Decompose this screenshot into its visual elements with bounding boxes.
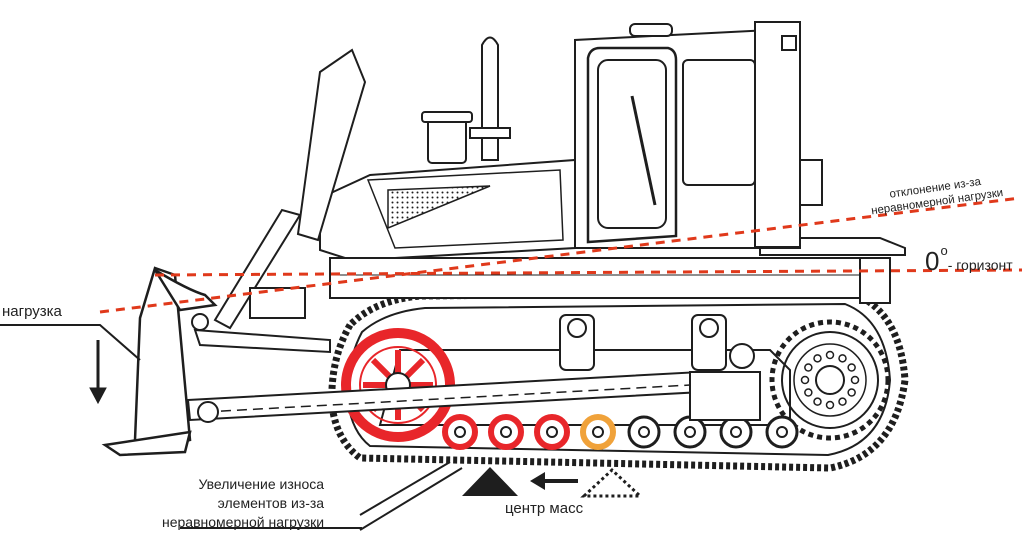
center-of-mass-markers (462, 467, 644, 498)
lift-cylinder-upper (296, 48, 367, 242)
rops-post (754, 21, 801, 248)
com-solid-triangle (462, 467, 518, 496)
sprocket-bolt (850, 375, 860, 385)
sprocket-bolt (804, 388, 813, 397)
annotation-leaders (0, 324, 463, 531)
carrier-rollers (559, 314, 755, 371)
drive-sprocket (769, 319, 891, 441)
horizon-text: - горизонт (947, 257, 1013, 273)
sprocket-bolt (804, 363, 813, 372)
wear-label: Увеличение износа элементов из-за неравн… (162, 475, 324, 532)
sprocket-bolt (813, 397, 822, 406)
rear-ripper-mount (859, 257, 891, 304)
wear-leader-a (359, 461, 451, 516)
horizon-label: 0o- горизонт (925, 243, 1013, 277)
track-roller-mid (580, 414, 616, 450)
side-panel (366, 169, 564, 249)
horizon-line (154, 268, 1022, 277)
cab-window (597, 59, 667, 229)
sprocket-bolt (825, 400, 835, 410)
wear-label-line1: Увеличение износа (198, 476, 325, 492)
sprocket-bolt (847, 388, 856, 397)
engine-hood (319, 158, 576, 259)
load-leader (0, 324, 141, 361)
lower-body (329, 257, 891, 299)
dozer-blade (101, 266, 218, 457)
sprocket-bolt (838, 397, 847, 406)
load-label: нагрузка (2, 303, 62, 320)
track-roller-normal (719, 415, 753, 449)
sprocket-bolt (825, 350, 835, 360)
sprocket-bolt (838, 354, 847, 363)
track-roller-normal (765, 415, 799, 449)
reference-lines (99, 196, 1022, 314)
push-arm-inner (204, 384, 691, 413)
deviation-line (99, 196, 1021, 314)
exhaust-stack (421, 36, 511, 164)
radiator-grill (387, 185, 491, 230)
blade-lift-arm (186, 48, 761, 423)
cab-rear-window (682, 59, 756, 186)
sprocket-bolt (813, 354, 822, 363)
operator-cab (574, 21, 823, 249)
load-down-arrow (89, 340, 107, 405)
wear-label-line3: неравномерной нагрузки (162, 514, 325, 530)
tilt-cylinder (193, 328, 331, 354)
horizon-degree: o (940, 243, 948, 258)
track-roller-normal (673, 415, 707, 449)
sprocket-bolt (847, 363, 856, 372)
horizon-zero: 0 (925, 246, 940, 276)
wear-label-line2: элементов из-за (217, 495, 325, 511)
com-shift-arrowhead (530, 472, 545, 490)
track-roller-normal (627, 415, 661, 449)
track-roller-worn (488, 414, 524, 450)
track-roller-worn (534, 414, 570, 450)
sprocket-bolt (800, 375, 810, 385)
wear-leader-b (359, 467, 463, 531)
com-dotted-triangle (580, 467, 644, 498)
track-roller-worn (442, 414, 478, 450)
machine-body (319, 158, 906, 304)
center-of-mass-label: центр масс (505, 500, 584, 517)
